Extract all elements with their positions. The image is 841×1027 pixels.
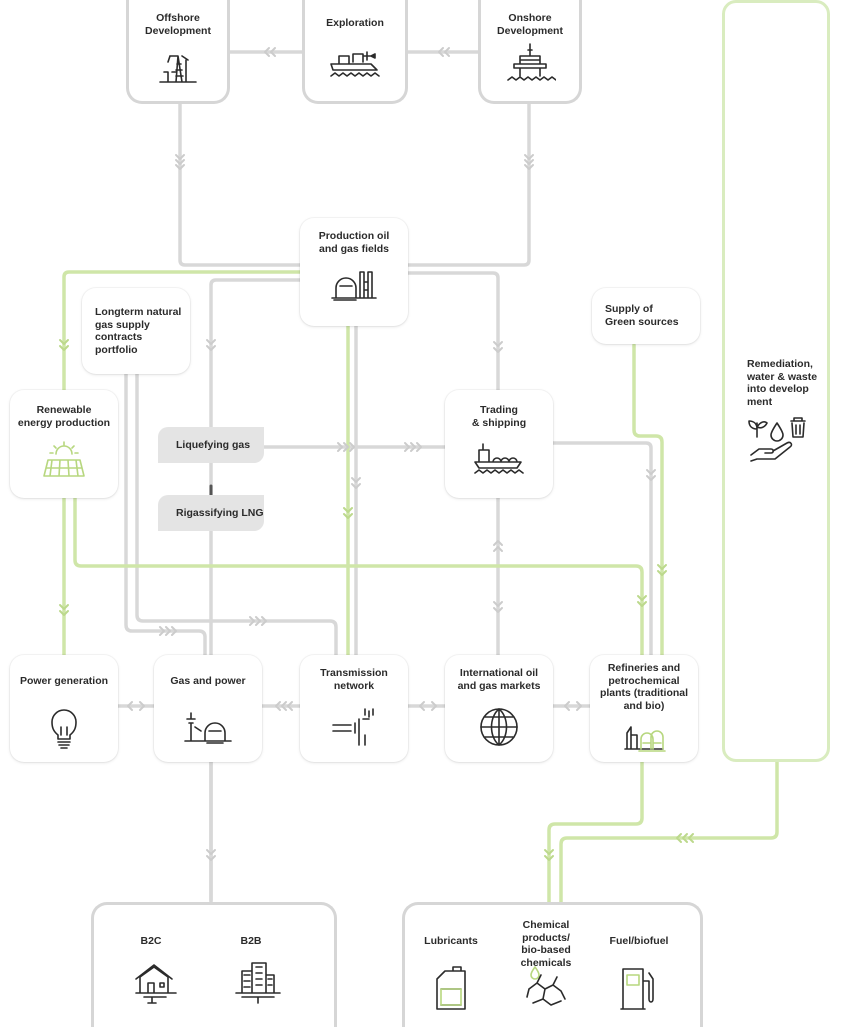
green-flow-lines	[62, 270, 779, 904]
longterm-label: Longterm natural gas supply contracts po…	[95, 306, 182, 356]
b2b-label: B2B	[240, 935, 262, 947]
molecule-icon	[526, 966, 566, 1006]
building-icon	[235, 962, 281, 1004]
plant-icon	[624, 726, 666, 752]
solar-panel-icon	[43, 441, 85, 477]
renewable-energy-node[interactable]: Renewable energy production	[10, 390, 118, 498]
remediation-label: Remediation, water & waste into develop …	[747, 358, 818, 408]
gas-power-label: Gas and power	[170, 675, 246, 687]
supply-green-label: Supply of Green sources	[605, 303, 679, 328]
customers-box: B2C B2B	[91, 902, 337, 1027]
international-label: International oil and gas markets	[457, 667, 541, 692]
fuel-label: Fuel/biofuel	[609, 935, 669, 947]
production-label: Production oil and gas fields	[318, 230, 390, 255]
remediation-node[interactable]: Remediation, water & waste into develop …	[722, 0, 830, 762]
canister-icon	[436, 966, 466, 1010]
offshore-label: Offshore Development	[145, 12, 211, 37]
power-generation-node[interactable]: Power generation	[10, 655, 118, 762]
chemicals-label: Chemical products/ bio-based chemicals	[520, 919, 572, 969]
ship-icon	[330, 51, 380, 77]
green-arrows	[59, 339, 694, 861]
exploration-label: Exploration	[326, 17, 384, 29]
oil-pump-icon	[159, 55, 197, 83]
light-bulb-icon	[51, 709, 77, 749]
tanker-ship-icon	[474, 443, 524, 474]
offshore-development-node[interactable]: Offshore Development	[126, 0, 230, 104]
fuel-pump-icon	[620, 968, 654, 1010]
transmission-network-node[interactable]: Transmission network	[300, 655, 408, 762]
renewable-label: Renewable energy production	[17, 404, 111, 429]
liquefying-gas-node[interactable]: Liquefying gas	[158, 427, 264, 463]
products-box: Lubricants Chemical products/ bio-based …	[402, 902, 703, 1027]
b2c-label: B2C	[140, 935, 162, 947]
gas-and-power-node[interactable]: Gas and power	[154, 655, 262, 762]
oil-platform-icon	[507, 43, 556, 81]
plant-water-waste-icon	[748, 417, 806, 462]
refineries-label: Refineries and petrochemical plants (tra…	[599, 662, 689, 712]
trading-shipping-node[interactable]: Trading & shipping	[445, 390, 553, 498]
lubricants-label: Lubricants	[424, 935, 478, 947]
gray-arrows	[127, 47, 656, 861]
house-icon	[135, 964, 177, 1004]
gas-station-icon	[184, 712, 232, 744]
production-node[interactable]: Production oil and gas fields	[300, 218, 408, 326]
refinery-tank-icon	[331, 271, 377, 301]
gray-flow-lines	[116, 50, 653, 904]
trading-label: Trading & shipping	[471, 404, 527, 429]
transmission-label: Transmission network	[320, 667, 388, 692]
onshore-label: Onshore Development	[497, 12, 563, 37]
exploration-node[interactable]: Exploration	[302, 0, 408, 104]
supply-green-sources-node[interactable]: Supply of Green sources	[592, 288, 700, 344]
rigassifying-lng-node[interactable]: Rigassifying LNG	[158, 495, 264, 531]
onshore-development-node[interactable]: Onshore Development	[478, 0, 582, 104]
refineries-node[interactable]: Refineries and petrochemical plants (tra…	[590, 655, 698, 762]
pipeline-icon	[332, 708, 374, 746]
longterm-contracts-node[interactable]: Longterm natural gas supply contracts po…	[82, 288, 190, 374]
power-generation-label: Power generation	[19, 675, 109, 687]
international-markets-node[interactable]: International oil and gas markets	[445, 655, 553, 762]
globe-icon	[480, 708, 518, 746]
